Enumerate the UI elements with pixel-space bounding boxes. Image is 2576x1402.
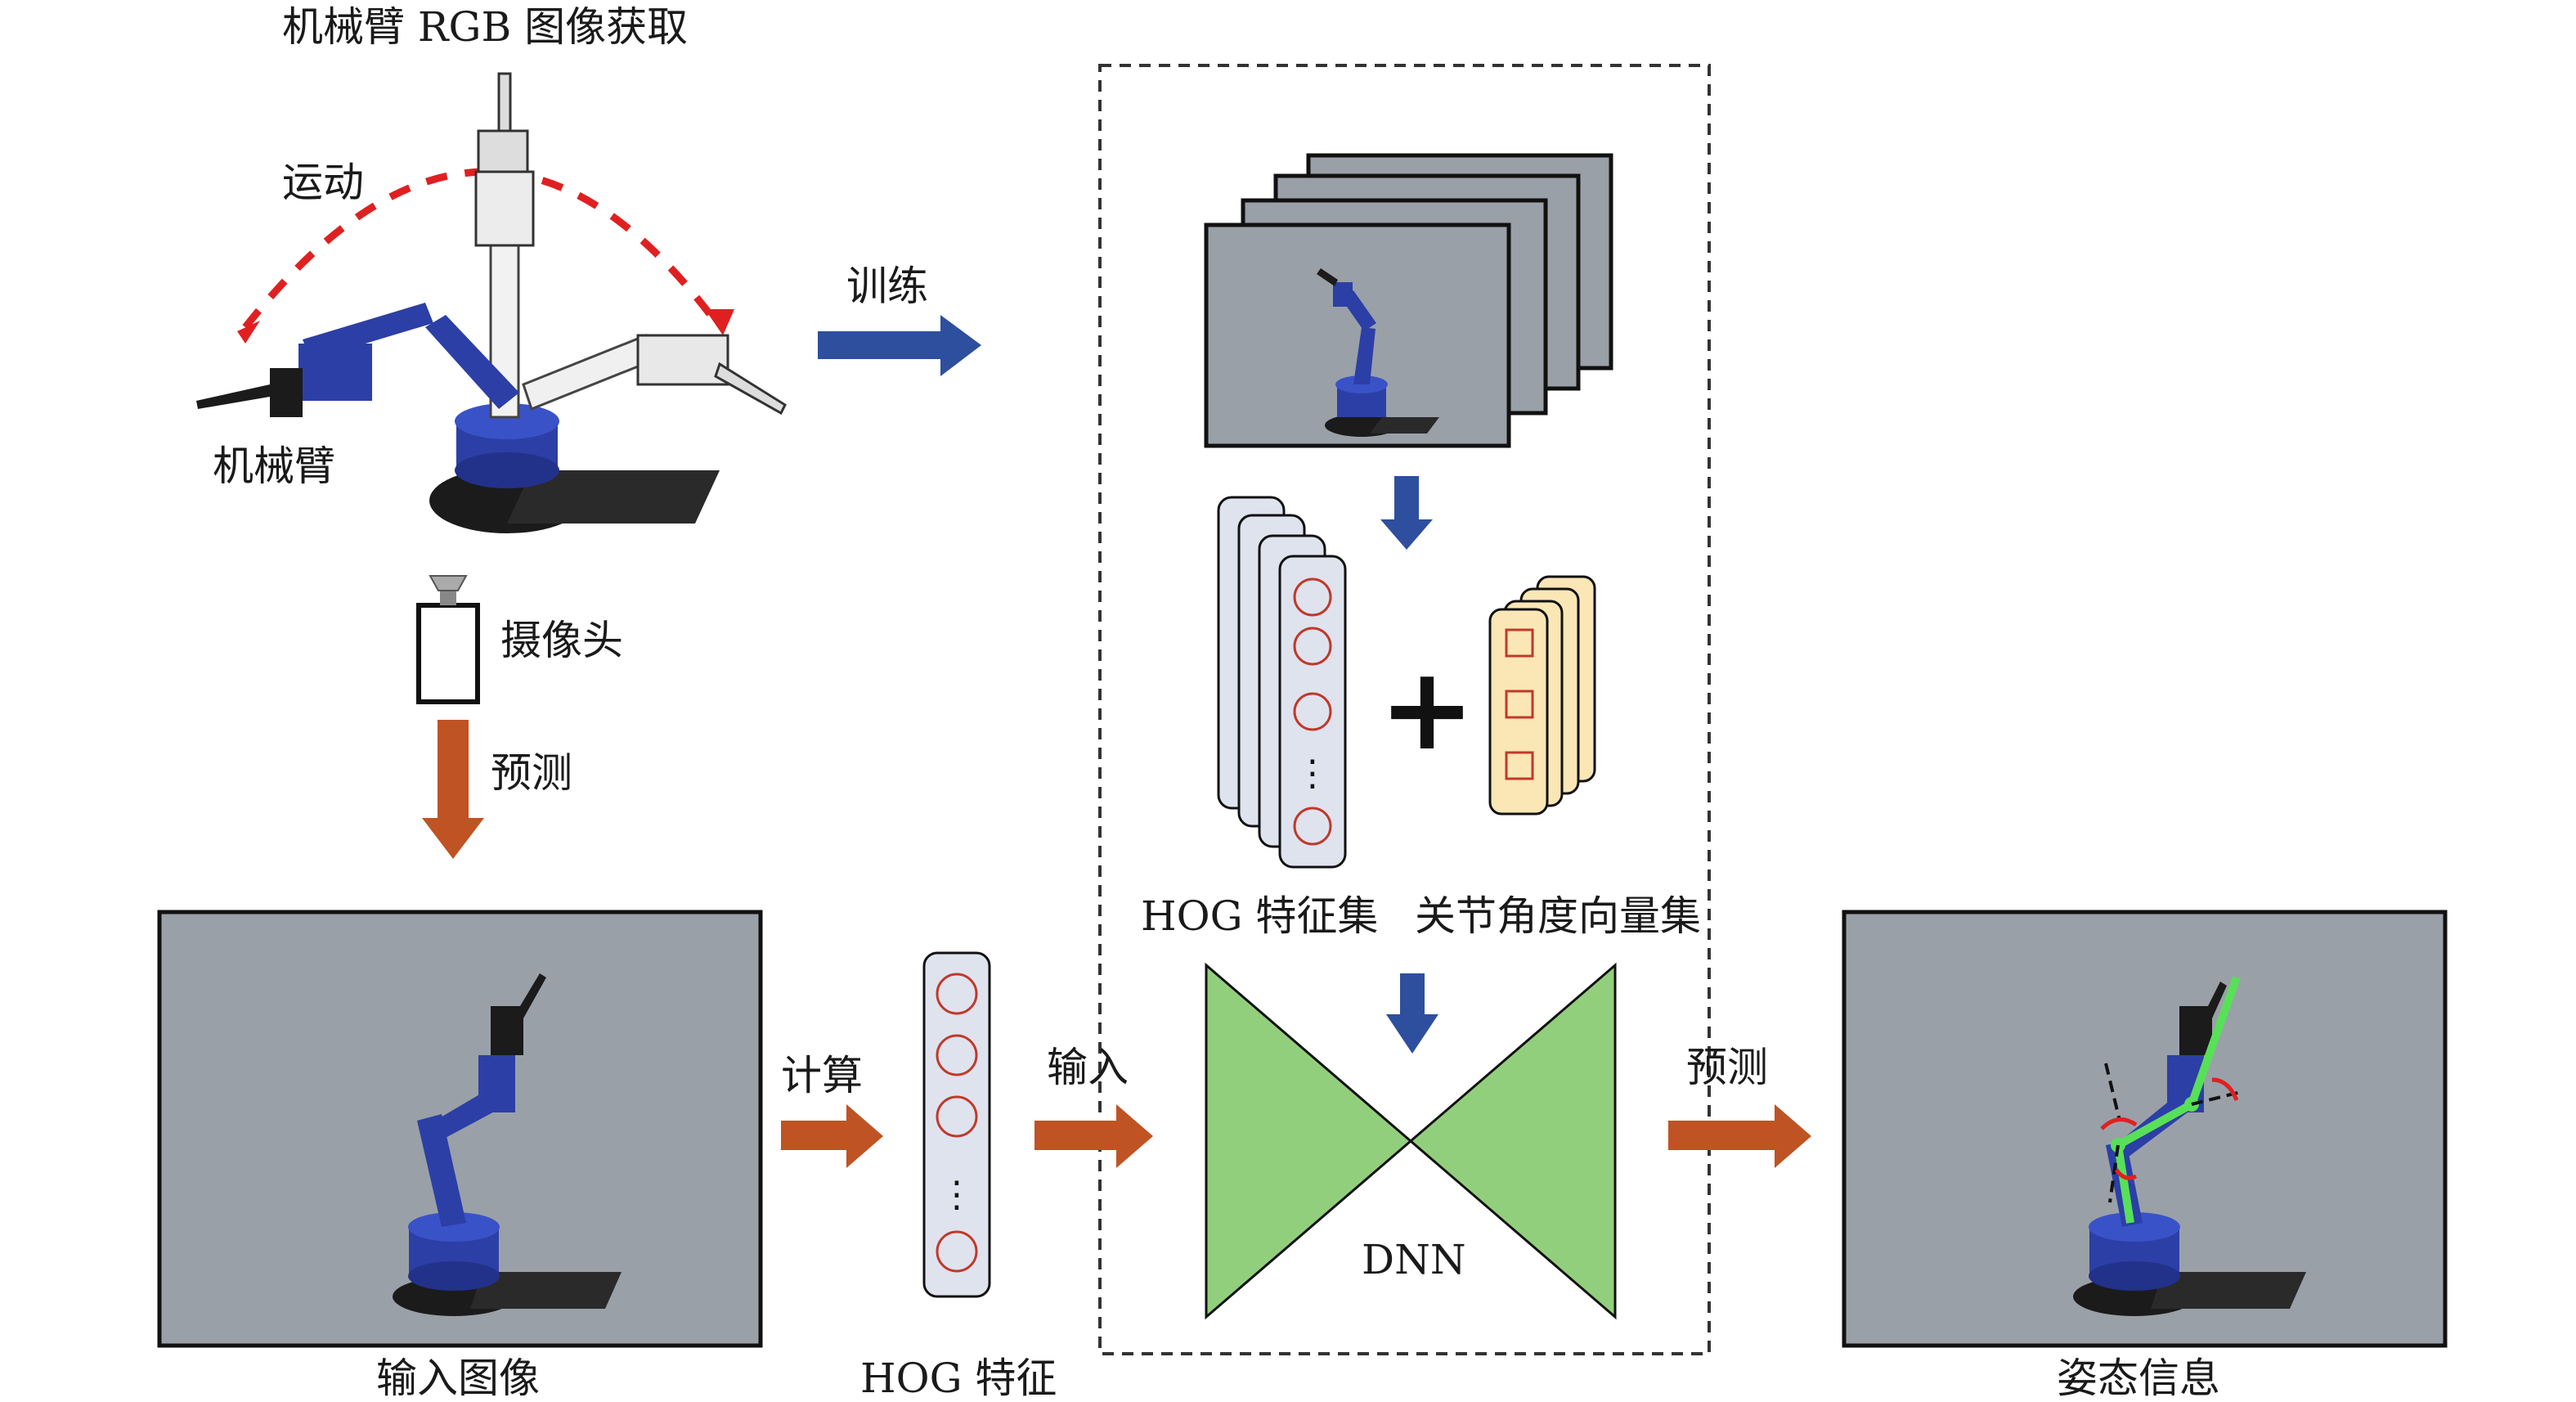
input-image-label: 输入图像 [376, 1355, 540, 1402]
train-arrow [818, 315, 981, 376]
train-label: 训练 [846, 263, 928, 310]
predict-label-right: 预测 [1686, 1044, 1768, 1091]
title-label: 机械臂 RGB 图像获取 [282, 3, 689, 51]
hog-feature-set [1217, 496, 1347, 869]
predict-right-arrow [1668, 1104, 1811, 1168]
compute-arrow [781, 1104, 883, 1168]
joint-set-label: 关节角度向量集 [1415, 892, 1701, 940]
motion-arc [242, 168, 723, 330]
motion-arrowhead [705, 309, 734, 335]
predict-label-left: 预测 [491, 749, 572, 797]
arm-right-silver [522, 334, 656, 411]
input-image-panel [157, 910, 763, 1348]
hog-set-label: HOG 特征集 [1141, 892, 1379, 940]
blue-down-arrow-2 [1386, 973, 1438, 1054]
pose-skeleton [2114, 976, 2241, 1224]
hog-set-dots: ⋮ [1295, 753, 1331, 794]
arm-acquisition-illustration [196, 72, 787, 533]
motion-label: 运动 [282, 159, 364, 206]
camera-label: 摄像头 [500, 617, 623, 664]
training-image-stack [1204, 153, 1613, 448]
pose-info-label: 姿态信息 [2057, 1355, 2220, 1402]
predict-down-arrow [422, 720, 484, 859]
hog-feature-vector [922, 951, 991, 1298]
dnn-label: DNN [1362, 1236, 1466, 1283]
hog-feature-label: HOG 特征 [860, 1355, 1057, 1402]
plus-sign: + [1379, 643, 1474, 776]
camera-icon [416, 575, 480, 704]
pose-info-panel [1842, 910, 2448, 1348]
dnn-bowtie [1205, 962, 1617, 1320]
arm-left-blue [425, 315, 519, 409]
compute-label: 计算 [781, 1052, 863, 1099]
hog-vector-dots: ⋮ [939, 1174, 975, 1216]
input-arrow [1034, 1104, 1153, 1168]
input-arrow-label: 输入 [1047, 1044, 1129, 1091]
blue-down-arrow-1 [1380, 476, 1433, 550]
training-dashed-box [1098, 64, 1711, 1355]
arm-label: 机械臂 [213, 443, 335, 490]
joint-angle-vector-set [1488, 575, 1596, 816]
